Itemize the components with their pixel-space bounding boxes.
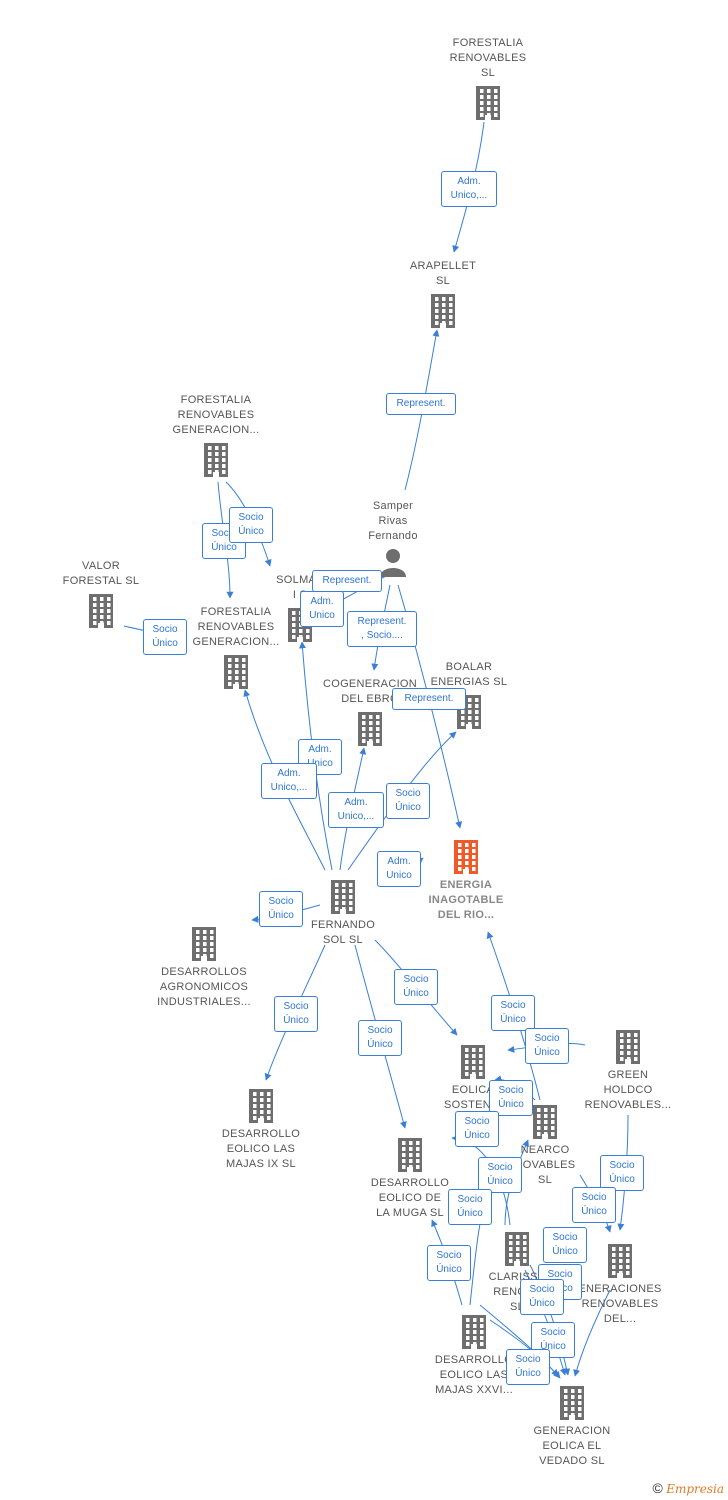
building-icon [378,292,508,328]
relation-edge [479,1304,559,1377]
node-fernando[interactable]: FERNANDO SOL SL [278,878,408,948]
relation-label[interactable]: Socio Único [506,1349,550,1385]
relation-label[interactable]: Socio Único [394,969,438,1005]
building-icon [139,925,269,961]
relation-label[interactable]: Socio Único [143,619,187,655]
building-icon [171,653,301,689]
node-majas27[interactable]: DESARROLLO EOLICO LAS MAJAS XXVI... [409,1313,539,1398]
relation-label[interactable]: Socio Único [448,1189,492,1225]
node-generaciones[interactable]: ENERACIONES RENOVABLES DEL... [555,1242,685,1327]
relation-label[interactable]: Socio Único [489,1080,533,1116]
building-icon [401,838,531,874]
node-eolica[interactable]: EOLICA SOSTENIE [408,1043,538,1113]
node-label: ENERACIONES RENOVABLES DEL... [578,1283,662,1325]
relation-label[interactable]: Socio Único [572,1187,616,1223]
footer-brand: © Empresia [653,1480,724,1496]
copyright-icon: © [652,1480,663,1496]
node-label: DESARROLLOS AGRONOMICOS INDUSTRIALES... [157,966,251,1008]
node-cogeneracion[interactable]: COGENERACION DEL EBRO [305,677,435,746]
relation-label[interactable]: Socio Único [386,783,430,819]
building-icon [409,1313,539,1349]
node-label: COGENERACION DEL EBRO [322,678,418,705]
node-label: DESARROLLO EOLICO LAS MAJAS IX SL [221,1128,301,1170]
node-label: GREEN HOLDCO RENOVABLES... [584,1069,672,1111]
building-icon [345,1136,475,1172]
relation-label[interactable]: Socio Único [274,996,318,1032]
node-samper[interactable]: Samper Rivas Fernando [328,499,458,577]
relation-label[interactable]: Socio Único [491,995,535,1031]
node-label: BOALAR ENERGIAS SL [430,661,508,688]
node-label: EOLICA SOSTENIE [443,1084,503,1111]
node-label: FERNANDO SOL SL [310,919,376,946]
building-icon [480,1103,610,1139]
relation-label[interactable]: Adm. Unico,... [328,792,384,828]
node-label: FORESTALIA RENOVABLES SL [449,37,527,79]
building-icon [507,1384,637,1420]
node-desagro[interactable]: DESARROLLOS AGRONOMICOS INDUSTRIALES... [139,925,269,1010]
relation-label[interactable]: Represent. [386,393,456,415]
relation-label[interactable]: Socio Único [455,1111,499,1147]
relation-label[interactable]: Socio Único [531,1322,575,1358]
relation-label[interactable]: Represent. [392,688,466,710]
building-icon [305,710,435,746]
building-icon [408,1043,538,1079]
relation-label[interactable]: Socio Único [478,1157,522,1193]
building-icon [196,1087,326,1123]
relation-label[interactable]: Socio Único [259,891,303,927]
relation-label[interactable]: Adm. Unico [300,591,344,627]
relation-label[interactable]: Socio Único [229,507,273,543]
node-majas9[interactable]: DESARROLLO EOLICO LAS MAJAS IX SL [196,1087,326,1172]
building-icon [555,1242,685,1278]
node-label: ARAPELLET SL [409,260,477,287]
node-label: Samper Rivas Fernando [368,500,418,542]
relation-label[interactable]: Socio Único [543,1227,587,1263]
building-icon [563,1028,693,1064]
building-icon [151,441,281,477]
node-clarissa[interactable]: CLARISSA RENOVA SL [452,1230,582,1315]
node-vedado[interactable]: GENERACION EOLICA EL VEDADO SL [507,1384,637,1469]
relation-label[interactable]: Adm. Unico [377,851,421,887]
person-icon [328,547,458,577]
node-label: FORESTALIA RENOVABLES GENERACION... [192,606,280,648]
node-muga[interactable]: DESARROLLO EOLICO DE LA MUGA SL [345,1136,475,1221]
node-label: NEARCO NOVABLES SL [514,1144,576,1186]
relation-label[interactable]: Adm. Unico,... [261,763,317,799]
node-nearco[interactable]: NEARCO NOVABLES SL [480,1103,610,1188]
node-forestalia-gen1[interactable]: FORESTALIA RENOVABLES GENERACION... [151,393,281,477]
relation-label[interactable]: Socio Único [525,1028,569,1064]
relation-label[interactable]: Represent. [312,570,382,592]
building-icon [452,1230,582,1266]
relation-label[interactable]: Adm. Unico,... [441,171,497,207]
relation-label[interactable]: Socio Único [427,1245,471,1281]
building-icon [423,84,553,120]
node-forestalia-gen2[interactable]: FORESTALIA RENOVABLES GENERACION... [171,605,301,689]
brand-logo: Empresia [666,1482,724,1496]
relation-label[interactable]: Socio Único [358,1020,402,1056]
node-arapellet[interactable]: ARAPELLET SL [378,259,508,328]
node-label: ENERGIA INAGOTABLE DEL RIO... [428,879,504,921]
relation-edge [573,1289,611,1377]
node-label: GENERACION EOLICA EL VEDADO SL [533,1425,611,1467]
relation-edge [529,1264,571,1376]
node-label: DESARROLLO EOLICO DE LA MUGA SL [370,1177,450,1219]
node-energia[interactable]: ENERGIA INAGOTABLE DEL RIO... [401,838,531,923]
node-label: VALOR FORESTAL SL [62,560,140,587]
relation-label[interactable]: Socio Único [520,1279,564,1315]
node-green[interactable]: GREEN HOLDCO RENOVABLES... [563,1028,693,1113]
building-icon [36,592,166,628]
relation-label[interactable]: Socio Único [600,1155,644,1191]
building-icon [278,878,408,914]
node-label: DESARROLLO EOLICO LAS MAJAS XXVI... [434,1354,514,1396]
node-valor[interactable]: VALOR FORESTAL SL [36,559,166,628]
node-forestalia-top[interactable]: FORESTALIA RENOVABLES SL [423,36,553,120]
relation-label[interactable]: Represent. , Socio.... [347,611,417,647]
node-label: FORESTALIA RENOVABLES GENERACION... [172,394,260,436]
